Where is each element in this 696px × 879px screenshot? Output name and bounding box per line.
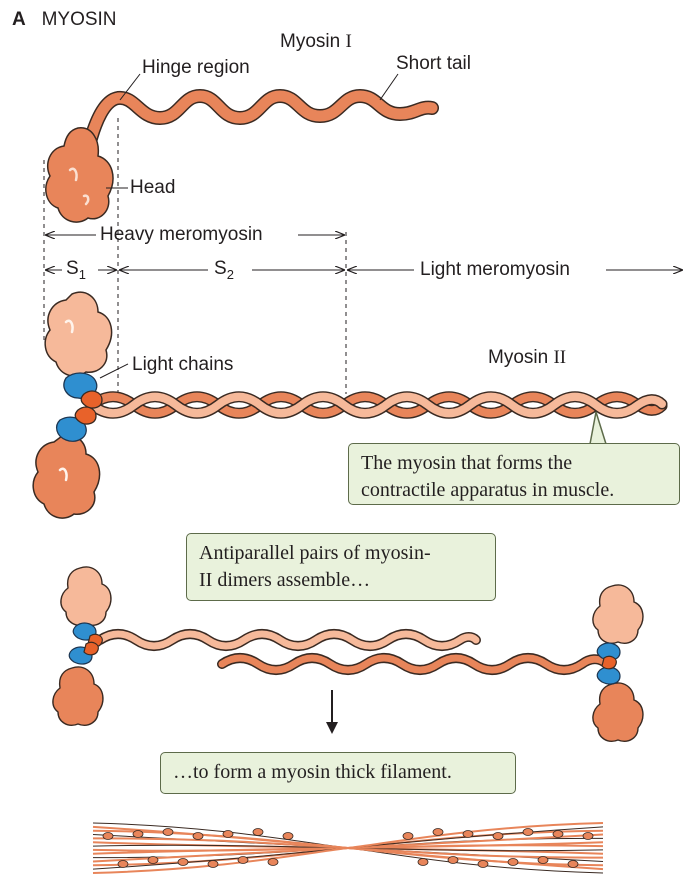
filament-head xyxy=(537,856,549,864)
filament-head xyxy=(477,860,489,868)
filament-head xyxy=(282,832,294,840)
filament-head xyxy=(567,860,579,868)
myosin-2-callout-line-1: The myosin that forms the xyxy=(361,452,573,474)
myosin-2-label-text: Myosin xyxy=(488,347,549,368)
filament-head xyxy=(147,856,159,864)
pair-left-head-lower xyxy=(52,666,104,726)
filament-head xyxy=(402,832,414,840)
filament-head xyxy=(447,856,459,864)
short-tail-label: Short tail xyxy=(396,53,471,74)
myosin-1-molecule xyxy=(45,88,439,223)
filament-head xyxy=(132,830,144,838)
myosin-2-callout: The myosin that forms the contractile ap… xyxy=(348,443,680,505)
antiparallel-callout-line-1: Antiparallel pairs of myosin- xyxy=(199,542,431,564)
light-meromyosin-label: Light meromyosin xyxy=(420,259,570,280)
filament-head xyxy=(117,860,129,868)
filament-head xyxy=(552,830,564,838)
light-chain-orange-upper xyxy=(80,390,103,409)
heavy-meromyosin-label: Heavy meromyosin xyxy=(100,224,263,245)
myosin-2-callout-line-2: contractile apparatus in muscle. xyxy=(361,479,615,501)
filament-head xyxy=(207,860,219,868)
myosin-1-label: Myosin I xyxy=(280,31,352,53)
antiparallel-callout: Antiparallel pairs of myosin- II dimers … xyxy=(186,533,496,601)
filament-head xyxy=(432,828,444,836)
filament-head xyxy=(222,830,234,838)
s2-label: S2 xyxy=(214,258,234,282)
filament-head xyxy=(102,832,114,840)
myosin-2-head-upper xyxy=(44,291,113,377)
filament-head xyxy=(162,828,174,836)
myosin-1-head xyxy=(45,127,114,223)
filament-head xyxy=(507,858,519,866)
filament-head xyxy=(237,856,249,864)
panel-header: A MYOSIN xyxy=(12,9,117,31)
filament-head xyxy=(252,828,264,836)
head-label: Head xyxy=(130,177,176,198)
panel-title: MYOSIN xyxy=(41,9,117,30)
tail-leader-line xyxy=(379,73,399,101)
s1-label-base: S xyxy=(66,258,79,279)
pair-left-head-upper xyxy=(60,566,112,626)
myosin-1-label-numeral: I xyxy=(345,31,352,52)
light-chains-label: Light chains xyxy=(132,354,234,375)
hinge-leader-line xyxy=(119,73,141,101)
antiparallel-pair xyxy=(52,566,644,742)
filament-head xyxy=(522,828,534,836)
filament-head xyxy=(177,858,189,866)
light-chain-orange-lower xyxy=(74,406,97,425)
s1-label: S1 xyxy=(66,258,86,282)
thick-filament-callout-text: …to form a myosin thick filament. xyxy=(173,761,452,783)
filament-head xyxy=(417,858,429,866)
myosin-1-label-text: Myosin xyxy=(280,31,341,52)
s1-label-subscript: 1 xyxy=(78,267,86,282)
filament-strand xyxy=(92,822,604,874)
thick-filament xyxy=(92,822,604,874)
filament-head xyxy=(192,832,204,840)
myosin-2-coiled-coil xyxy=(86,391,668,419)
myosin-2-molecule xyxy=(32,291,668,519)
panel-letter: A xyxy=(12,9,26,30)
hinge-region-label: Hinge region xyxy=(142,57,250,78)
myosin-2-label-numeral: II xyxy=(553,347,567,368)
pair-right-head-lower xyxy=(592,682,644,742)
filament-head xyxy=(492,832,504,840)
filament-head xyxy=(582,832,594,840)
s2-label-base: S xyxy=(214,258,227,279)
antiparallel-callout-line-2: II dimers assemble… xyxy=(199,569,371,591)
filament-head xyxy=(462,830,474,838)
s2-label-subscript: 2 xyxy=(226,267,234,282)
thick-filament-callout: …to form a myosin thick filament. xyxy=(160,752,516,794)
myosin-2-label: Myosin II xyxy=(488,347,566,369)
pair-right-head-upper xyxy=(592,584,644,644)
filament-head xyxy=(267,858,279,866)
light-chains-leader-line xyxy=(99,363,129,379)
callout-1-pointer xyxy=(589,411,607,445)
